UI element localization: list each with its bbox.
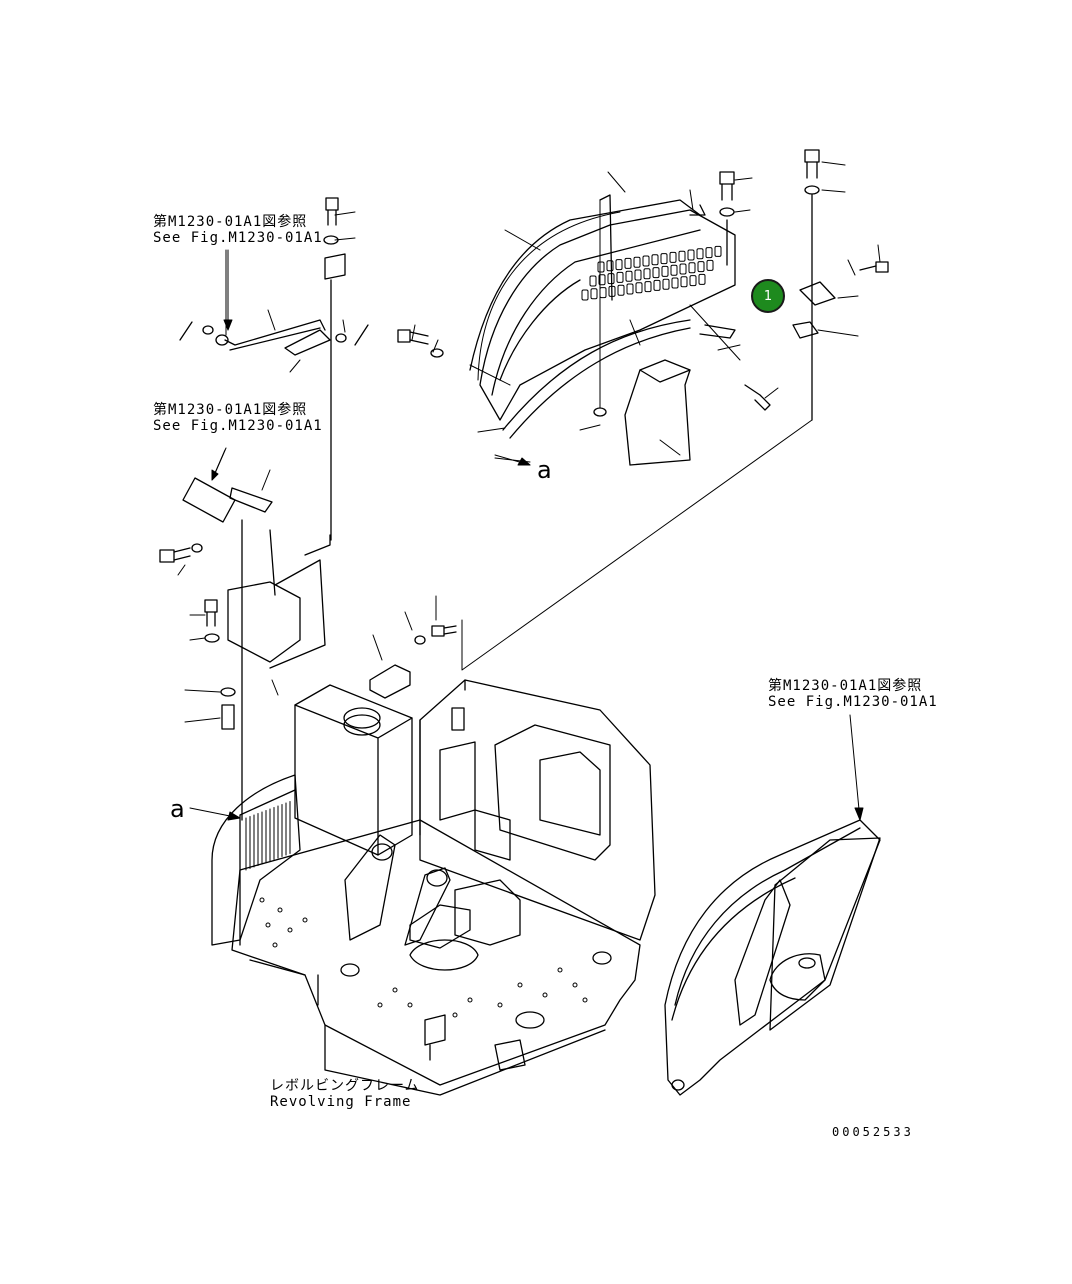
louver-slot [652, 267, 660, 279]
callout-number: 1 [763, 288, 773, 304]
reference-label-en: See Fig.M1230-01A1 [768, 694, 938, 710]
side-grille [245, 801, 291, 871]
louver-slot [590, 288, 598, 300]
louver-slot [606, 260, 614, 272]
louver-slot [678, 250, 686, 262]
louver-slot [616, 271, 624, 283]
plate-hole [542, 992, 548, 998]
frame-label-jp: レボルビングフレーム [270, 1078, 420, 1094]
plate-hole [287, 927, 293, 933]
plate-hole [407, 1002, 413, 1008]
louver-slots [581, 245, 722, 301]
reference-label-en: See Fig.M1230-01A1 [153, 230, 323, 246]
reference-label-middle-left: 第M1230-01A1図参照 See Fig.M1230-01A1 [153, 402, 323, 434]
louver-slot [688, 262, 696, 274]
plate-hole [557, 967, 563, 973]
louver-slot [599, 287, 607, 299]
louver-slot [644, 281, 652, 293]
plate-hole [265, 922, 271, 928]
plate-hole [392, 987, 398, 993]
revolving-frame [211, 679, 656, 1096]
louver-slot [698, 273, 706, 285]
plate-hole [517, 982, 523, 988]
plate-hole [277, 907, 283, 913]
louver-slot [706, 259, 714, 271]
louver-slot [705, 247, 713, 259]
reference-label-right: 第M1230-01A1図参照 See Fig.M1230-01A1 [768, 678, 938, 710]
part-callout-1[interactable]: 1 [751, 279, 785, 313]
louver-slot [626, 283, 634, 295]
louver-slot [625, 270, 633, 282]
louver-slot [617, 284, 625, 296]
plate-hole [467, 997, 473, 1003]
bolts-top-right [719, 149, 889, 421]
frame-label-en: Revolving Frame [270, 1094, 412, 1110]
louver-slot [653, 279, 661, 291]
louver-slot [697, 261, 705, 273]
louvered-cover [469, 194, 736, 439]
louver-slot [680, 276, 688, 288]
louver-slot [643, 268, 651, 280]
reference-label-top-left: 第M1230-01A1図参照 See Fig.M1230-01A1 [153, 214, 323, 246]
louver-slot [661, 265, 669, 277]
louver-slot [581, 289, 589, 301]
louver-slot [624, 257, 632, 269]
base-plate-holes [259, 897, 588, 1018]
bolt-left-cover [397, 329, 607, 417]
reference-arrows [189, 249, 864, 821]
louver-slot [615, 259, 623, 271]
reference-label-jp: 第M1230-01A1図参照 [153, 214, 308, 230]
louver-slot [642, 255, 650, 267]
louver-slot [633, 256, 641, 268]
frame-label: レボルビングフレーム Revolving Frame [270, 1078, 420, 1110]
plate-hole [259, 897, 265, 903]
louver-slot [670, 264, 678, 276]
louver-slot [662, 278, 670, 290]
louver-slot [634, 269, 642, 281]
louver-slot [689, 275, 697, 287]
louver-slot [687, 249, 695, 261]
louver-slot [597, 261, 605, 273]
side-cover [664, 819, 881, 1096]
reference-label-jp: 第M1230-01A1図参照 [768, 678, 923, 694]
plate-hole [272, 942, 278, 948]
plate-hole [572, 982, 578, 988]
plate-hole [377, 1002, 383, 1008]
plate-hole [497, 1002, 503, 1008]
view-marker-top: a [537, 456, 552, 484]
linkage-assembly [179, 197, 369, 541]
leader-lines-top [411, 161, 881, 463]
louver-slot [651, 254, 659, 266]
plate-hole [452, 1012, 458, 1018]
louver-slot [598, 274, 606, 286]
plate-hole [302, 917, 308, 923]
louver-slot [635, 282, 643, 294]
louver-slot [589, 275, 597, 287]
side-plate [624, 359, 691, 466]
louver-slot [669, 251, 677, 263]
louver-slot [660, 253, 668, 265]
center-bracket [369, 419, 813, 699]
reference-label-en: See Fig.M1230-01A1 [153, 418, 323, 434]
plate-hole [582, 997, 588, 1003]
louver-slot [714, 245, 722, 257]
bracket-assembly [159, 449, 331, 821]
louver-slot [696, 248, 704, 260]
louver-slot [679, 263, 687, 275]
louver-slot [671, 277, 679, 289]
drawing-number: 00052533 [832, 1125, 914, 1139]
reference-label-jp: 第M1230-01A1図参照 [153, 402, 308, 418]
view-marker-left: a [170, 795, 185, 823]
